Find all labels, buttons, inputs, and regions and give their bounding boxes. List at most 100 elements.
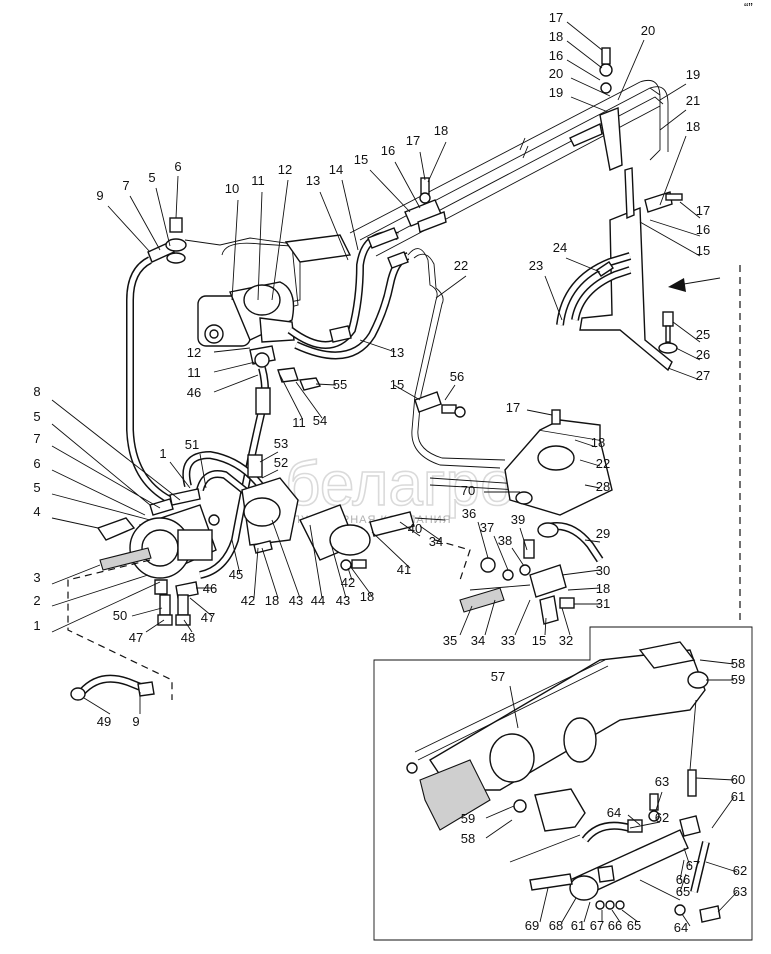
hose-23-24	[556, 252, 632, 326]
callout-label: 33	[501, 633, 515, 648]
callout-label: 2	[33, 593, 40, 608]
callout-label: 46	[203, 581, 217, 596]
callout-label: 17	[549, 10, 563, 25]
callout-label: 67	[590, 918, 604, 933]
callout-label: 15	[532, 633, 546, 648]
clamp-top-16-17-18	[404, 177, 447, 233]
callout-label: 70	[461, 483, 475, 498]
callout-label: 20	[549, 66, 563, 81]
callout-label: 34	[471, 633, 485, 648]
callout-label: 5	[33, 409, 40, 424]
callout-label: 65	[676, 884, 690, 899]
callout-label: 63	[655, 774, 669, 789]
callout-label: 52	[274, 455, 288, 470]
callout-label: 10	[225, 181, 239, 196]
callout-label: 6	[174, 159, 181, 174]
callout-label: 15	[390, 377, 404, 392]
callout-label: 45	[229, 567, 243, 582]
callout-label: 60	[731, 772, 745, 787]
callout-label: 67	[686, 858, 700, 873]
callout-label: 18	[360, 589, 374, 604]
callout-label: 38	[498, 533, 512, 548]
callout-label: 39	[511, 512, 525, 527]
callout-label: 30	[596, 563, 610, 578]
steering-valve	[96, 488, 220, 626]
fitting-55	[299, 377, 322, 391]
callout-label: 66	[676, 872, 690, 887]
callout-label: 8	[33, 384, 40, 399]
callout-label: 34	[429, 534, 443, 549]
callout-label: 15	[354, 152, 368, 167]
callout-label: 44	[311, 593, 325, 608]
flange-42-44	[241, 454, 371, 571]
callout-label: 25	[696, 327, 710, 342]
callout-label: 19	[686, 67, 700, 82]
callout-label: 7	[33, 431, 40, 446]
callout-label: 3	[33, 570, 40, 585]
bracket-30-34	[459, 539, 575, 625]
callout-label: 29	[596, 526, 610, 541]
axle-housing	[406, 641, 709, 831]
callout-label: 37	[480, 520, 494, 535]
callout-label: 58	[461, 831, 475, 846]
callout-label: 1	[159, 446, 166, 461]
callout-label: 1	[33, 618, 40, 633]
callout-label: 16	[696, 222, 710, 237]
pipe-29	[537, 522, 604, 563]
callout-label: 19	[549, 85, 563, 100]
callout-label: 18	[591, 435, 605, 450]
callout-label: 24	[553, 240, 567, 255]
callout-label: 18	[549, 29, 563, 44]
callout-label: 51	[185, 437, 199, 452]
inset-frame	[373, 626, 753, 941]
dashed-connector-middle	[434, 539, 471, 581]
callout-label: 46	[187, 385, 201, 400]
callout-label: 17	[696, 203, 710, 218]
callout-label: 49	[97, 714, 111, 729]
callout-label: 36	[462, 506, 476, 521]
callout-label: 65	[627, 918, 641, 933]
inset-detail	[373, 626, 753, 941]
callout-label: 16	[381, 143, 395, 158]
hose-40-41	[369, 511, 446, 537]
callout-label: 47	[201, 610, 215, 625]
callout-label: 32	[559, 633, 573, 648]
watermark-text: белагро	[285, 450, 514, 519]
callout-label: 41	[397, 562, 411, 577]
callout-label: 54	[313, 413, 327, 428]
callout-label: 68	[549, 918, 563, 933]
callout-label: 28	[596, 479, 610, 494]
callout-label: 64	[607, 805, 621, 820]
callout-label: 12	[278, 162, 292, 177]
callout-label: 11	[292, 415, 306, 430]
callout-label: 5	[33, 480, 40, 495]
pump-hoses	[287, 227, 410, 360]
callout-label: 13	[390, 345, 404, 360]
callout-label: 6	[33, 456, 40, 471]
steering-pipes	[349, 79, 669, 257]
callout-label: 31	[596, 596, 610, 611]
callout-label: 18	[265, 593, 279, 608]
callout-label: 17	[406, 133, 420, 148]
callout-label: 63	[733, 884, 747, 899]
callout-label: 57	[491, 669, 505, 684]
hose-49	[70, 674, 155, 701]
callout-label: 9	[96, 188, 103, 203]
callout-label: 43	[336, 593, 350, 608]
clamp-15-56	[414, 391, 466, 418]
callout-label: 43	[289, 593, 303, 608]
callout-label: 58	[731, 656, 745, 671]
right-mounting-bracket	[569, 47, 683, 372]
pump-assembly	[184, 234, 352, 368]
callout-label: 61	[731, 789, 745, 804]
callout-label: 53	[274, 436, 288, 451]
callout-label: 61	[571, 918, 585, 933]
corner-mark: “”	[744, 0, 753, 15]
callout-label: 27	[696, 368, 710, 383]
hose-9	[126, 217, 187, 504]
callout-label: 48	[181, 630, 195, 645]
callout-label: 12	[187, 345, 201, 360]
callout-label: 66	[608, 918, 622, 933]
